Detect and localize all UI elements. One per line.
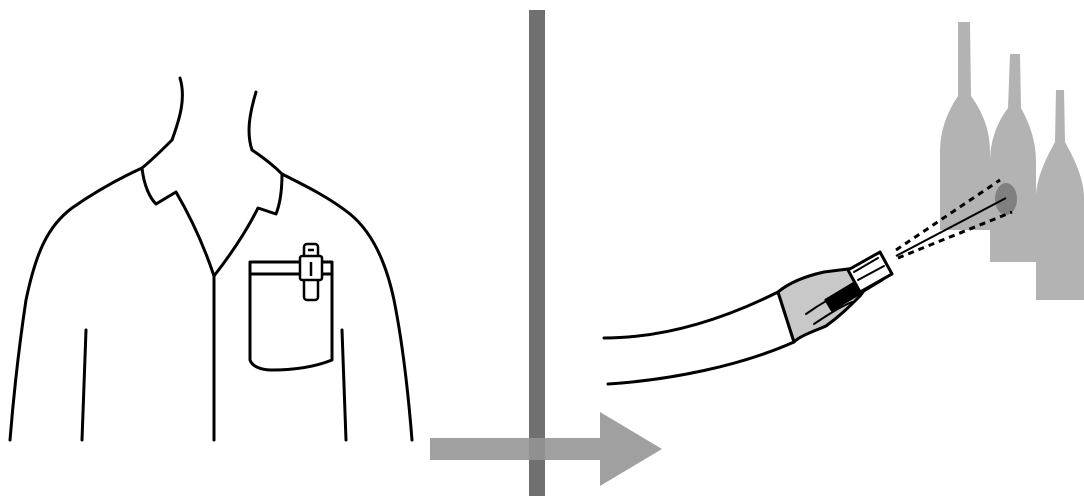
light-beam — [895, 178, 1013, 260]
bottle-icon — [940, 22, 1084, 300]
shirt-icon — [8, 76, 414, 442]
arrow-right-icon — [430, 412, 662, 486]
pocket-flashlight-icon — [298, 242, 324, 302]
panel-divider — [529, 10, 545, 496]
hand-flashlight-icon — [602, 250, 894, 386]
divider-overlap — [529, 438, 545, 460]
